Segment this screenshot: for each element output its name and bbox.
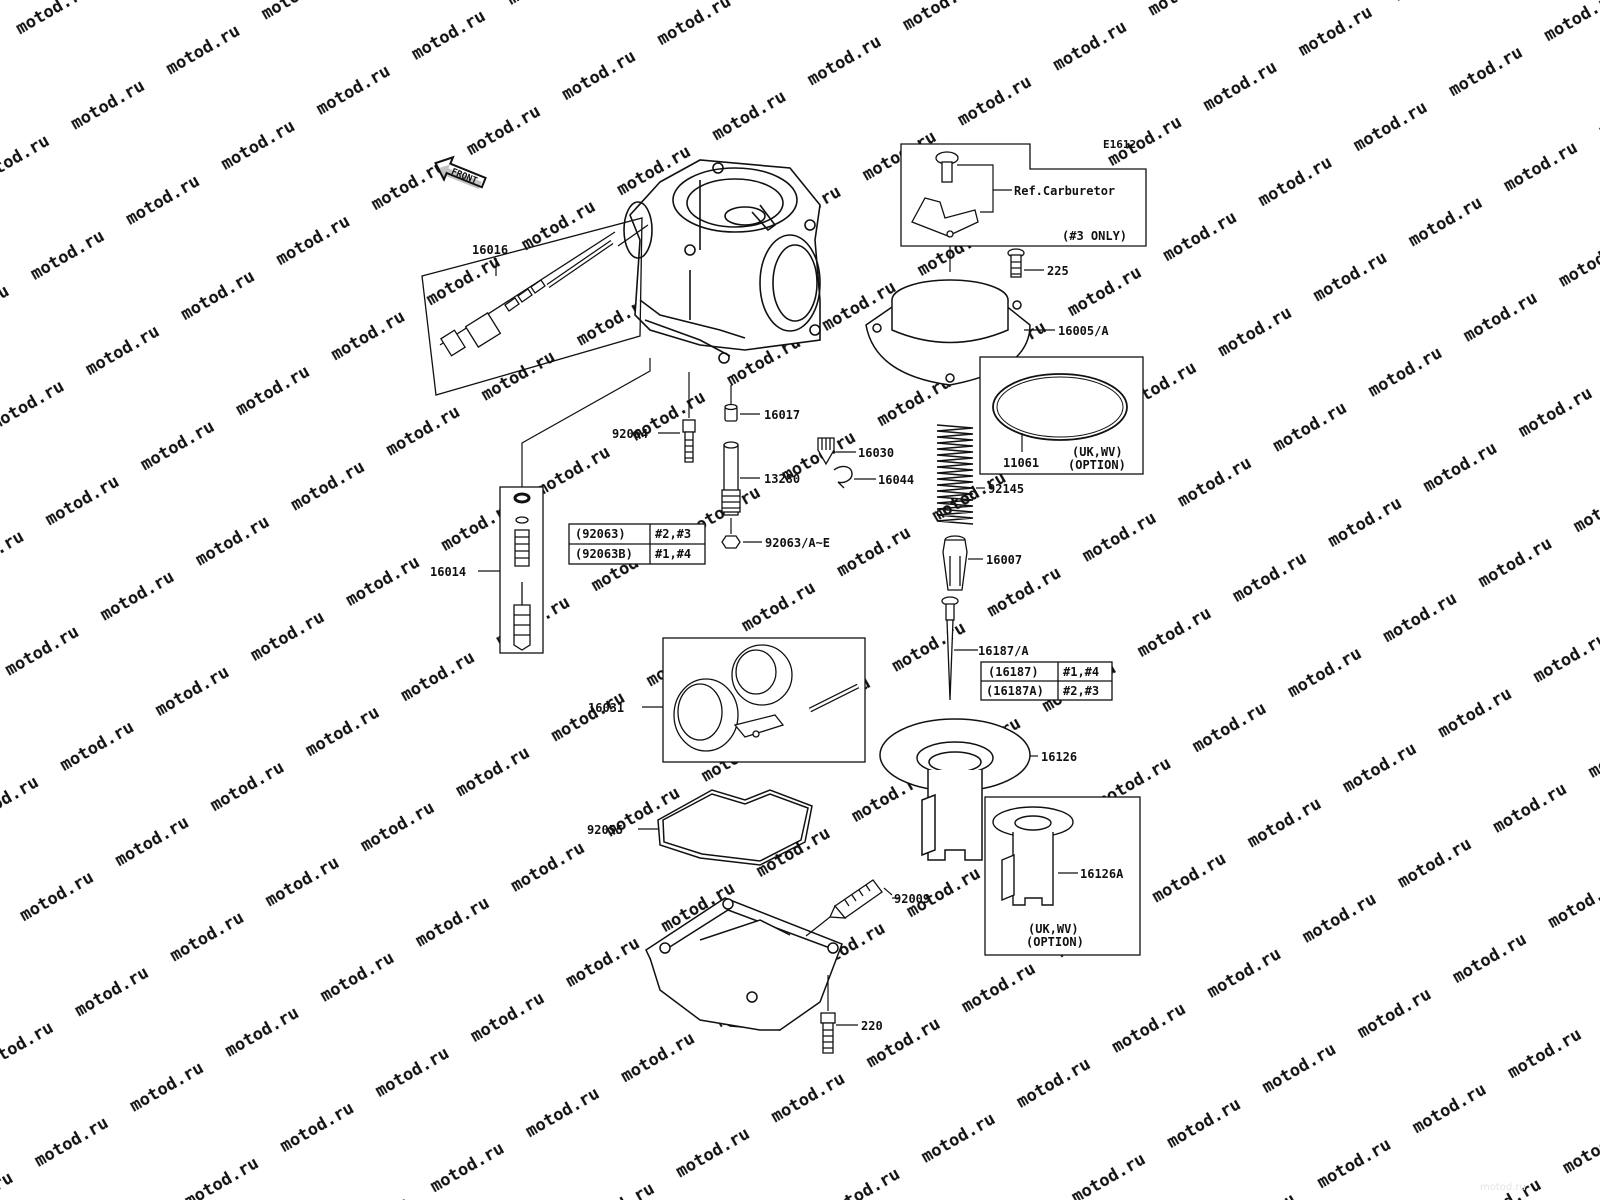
table-92063: (92063) #2,#3 (92063B) #1,#4 — [568, 523, 706, 565]
watermark-text: motod.ru — [1480, 1182, 1526, 1193]
jet-needle-16187-drawing — [941, 596, 959, 701]
part-13280-drawing — [721, 441, 741, 516]
callout-16016: 16016 — [472, 243, 508, 257]
screw-225-drawing — [1007, 248, 1025, 278]
option-note-11061-line1: (UK,WV) — [1072, 445, 1123, 459]
screw-92064-drawing — [682, 419, 696, 463]
ref-carburetor-label: Ref.Carburetor — [1014, 184, 1115, 198]
table-92063-row2-part: (92063B) — [575, 547, 633, 561]
callout-92055: 92055 — [587, 823, 623, 837]
screw-220-drawing — [820, 1012, 836, 1054]
ref-carburetor-note: (#3 ONLY) — [1062, 229, 1127, 243]
float-valve-16030-drawing — [817, 437, 835, 466]
part-16017-drawing — [724, 403, 738, 422]
option-note-16126a-line1: (UK,WV) — [1028, 922, 1079, 936]
gasket-11061-group: 11061 (UK,WV) (OPTION) — [979, 356, 1144, 475]
table-16187-row1-part: (16187) — [988, 665, 1039, 679]
callout-92064: 92064 — [612, 427, 648, 441]
carburetor-body-drawing — [623, 159, 821, 364]
callout-16030: 16030 — [858, 446, 894, 460]
table-16187-row2-cyl: #2,#3 — [1063, 684, 1099, 698]
gasket-92055-drawing — [657, 789, 813, 866]
callout-16007: 16007 — [986, 553, 1022, 567]
callout-13280: 13280 — [764, 472, 800, 486]
float-16031-group — [662, 637, 866, 763]
callout-92145: 92145 — [988, 482, 1024, 496]
callout-16187: 16187/A — [978, 644, 1029, 658]
callout-16017: 16017 — [764, 408, 800, 422]
table-16187: (16187) #1,#4 (16187A) #2,#3 — [980, 661, 1113, 701]
callout-16044: 16044 — [878, 473, 914, 487]
option-note-11061-line2: (OPTION) — [1068, 458, 1126, 472]
table-16187-row1-cyl: #1,#4 — [1063, 665, 1099, 679]
table-92063-row1-cyl: #2,#3 — [655, 527, 691, 541]
callout-92063: 92063/A~E — [765, 536, 830, 550]
top-cover-16005-drawing — [865, 279, 1031, 386]
ref-carburetor-box: Ref.Carburetor (#3 ONLY) — [900, 143, 1147, 247]
callout-16031: 16031 — [588, 701, 624, 715]
float-bowl-drawing — [645, 897, 843, 1031]
table-16187-row2-part: (16187A) — [986, 684, 1044, 698]
callout-92009: 92009 — [894, 892, 930, 906]
callout-11061: 11061 — [1003, 456, 1039, 470]
pilot-jet-group — [499, 486, 544, 654]
main-jet-92063-drawing — [721, 535, 741, 549]
holder-16007-drawing — [942, 535, 968, 591]
clip-16044-drawing — [833, 465, 853, 489]
pilot-screw-group — [421, 217, 649, 396]
drain-screw-92009-drawing — [829, 879, 883, 919]
table-92063-row1-part: (92063) — [575, 527, 626, 541]
callout-220: 220 — [861, 1019, 883, 1033]
callout-16005: 16005/A — [1058, 324, 1109, 338]
table-92063-row2-cyl: #1,#4 — [655, 547, 691, 561]
callout-16126: 16126 — [1041, 750, 1077, 764]
front-arrow-icon: FRONT — [434, 155, 487, 190]
vacuum-piston-16126-drawing — [879, 718, 1031, 861]
spring-92145-drawing — [936, 424, 974, 525]
option-note-16126a-line2: (OPTION) — [1026, 935, 1084, 949]
callout-16126a: 16126A — [1080, 867, 1124, 881]
piston-16126a-group: 16126A (UK,WV) (OPTION) — [984, 796, 1141, 956]
callout-16014: 16014 — [430, 565, 466, 579]
callout-225: 225 — [1047, 264, 1069, 278]
diagram-code: E1612 — [1103, 138, 1136, 151]
